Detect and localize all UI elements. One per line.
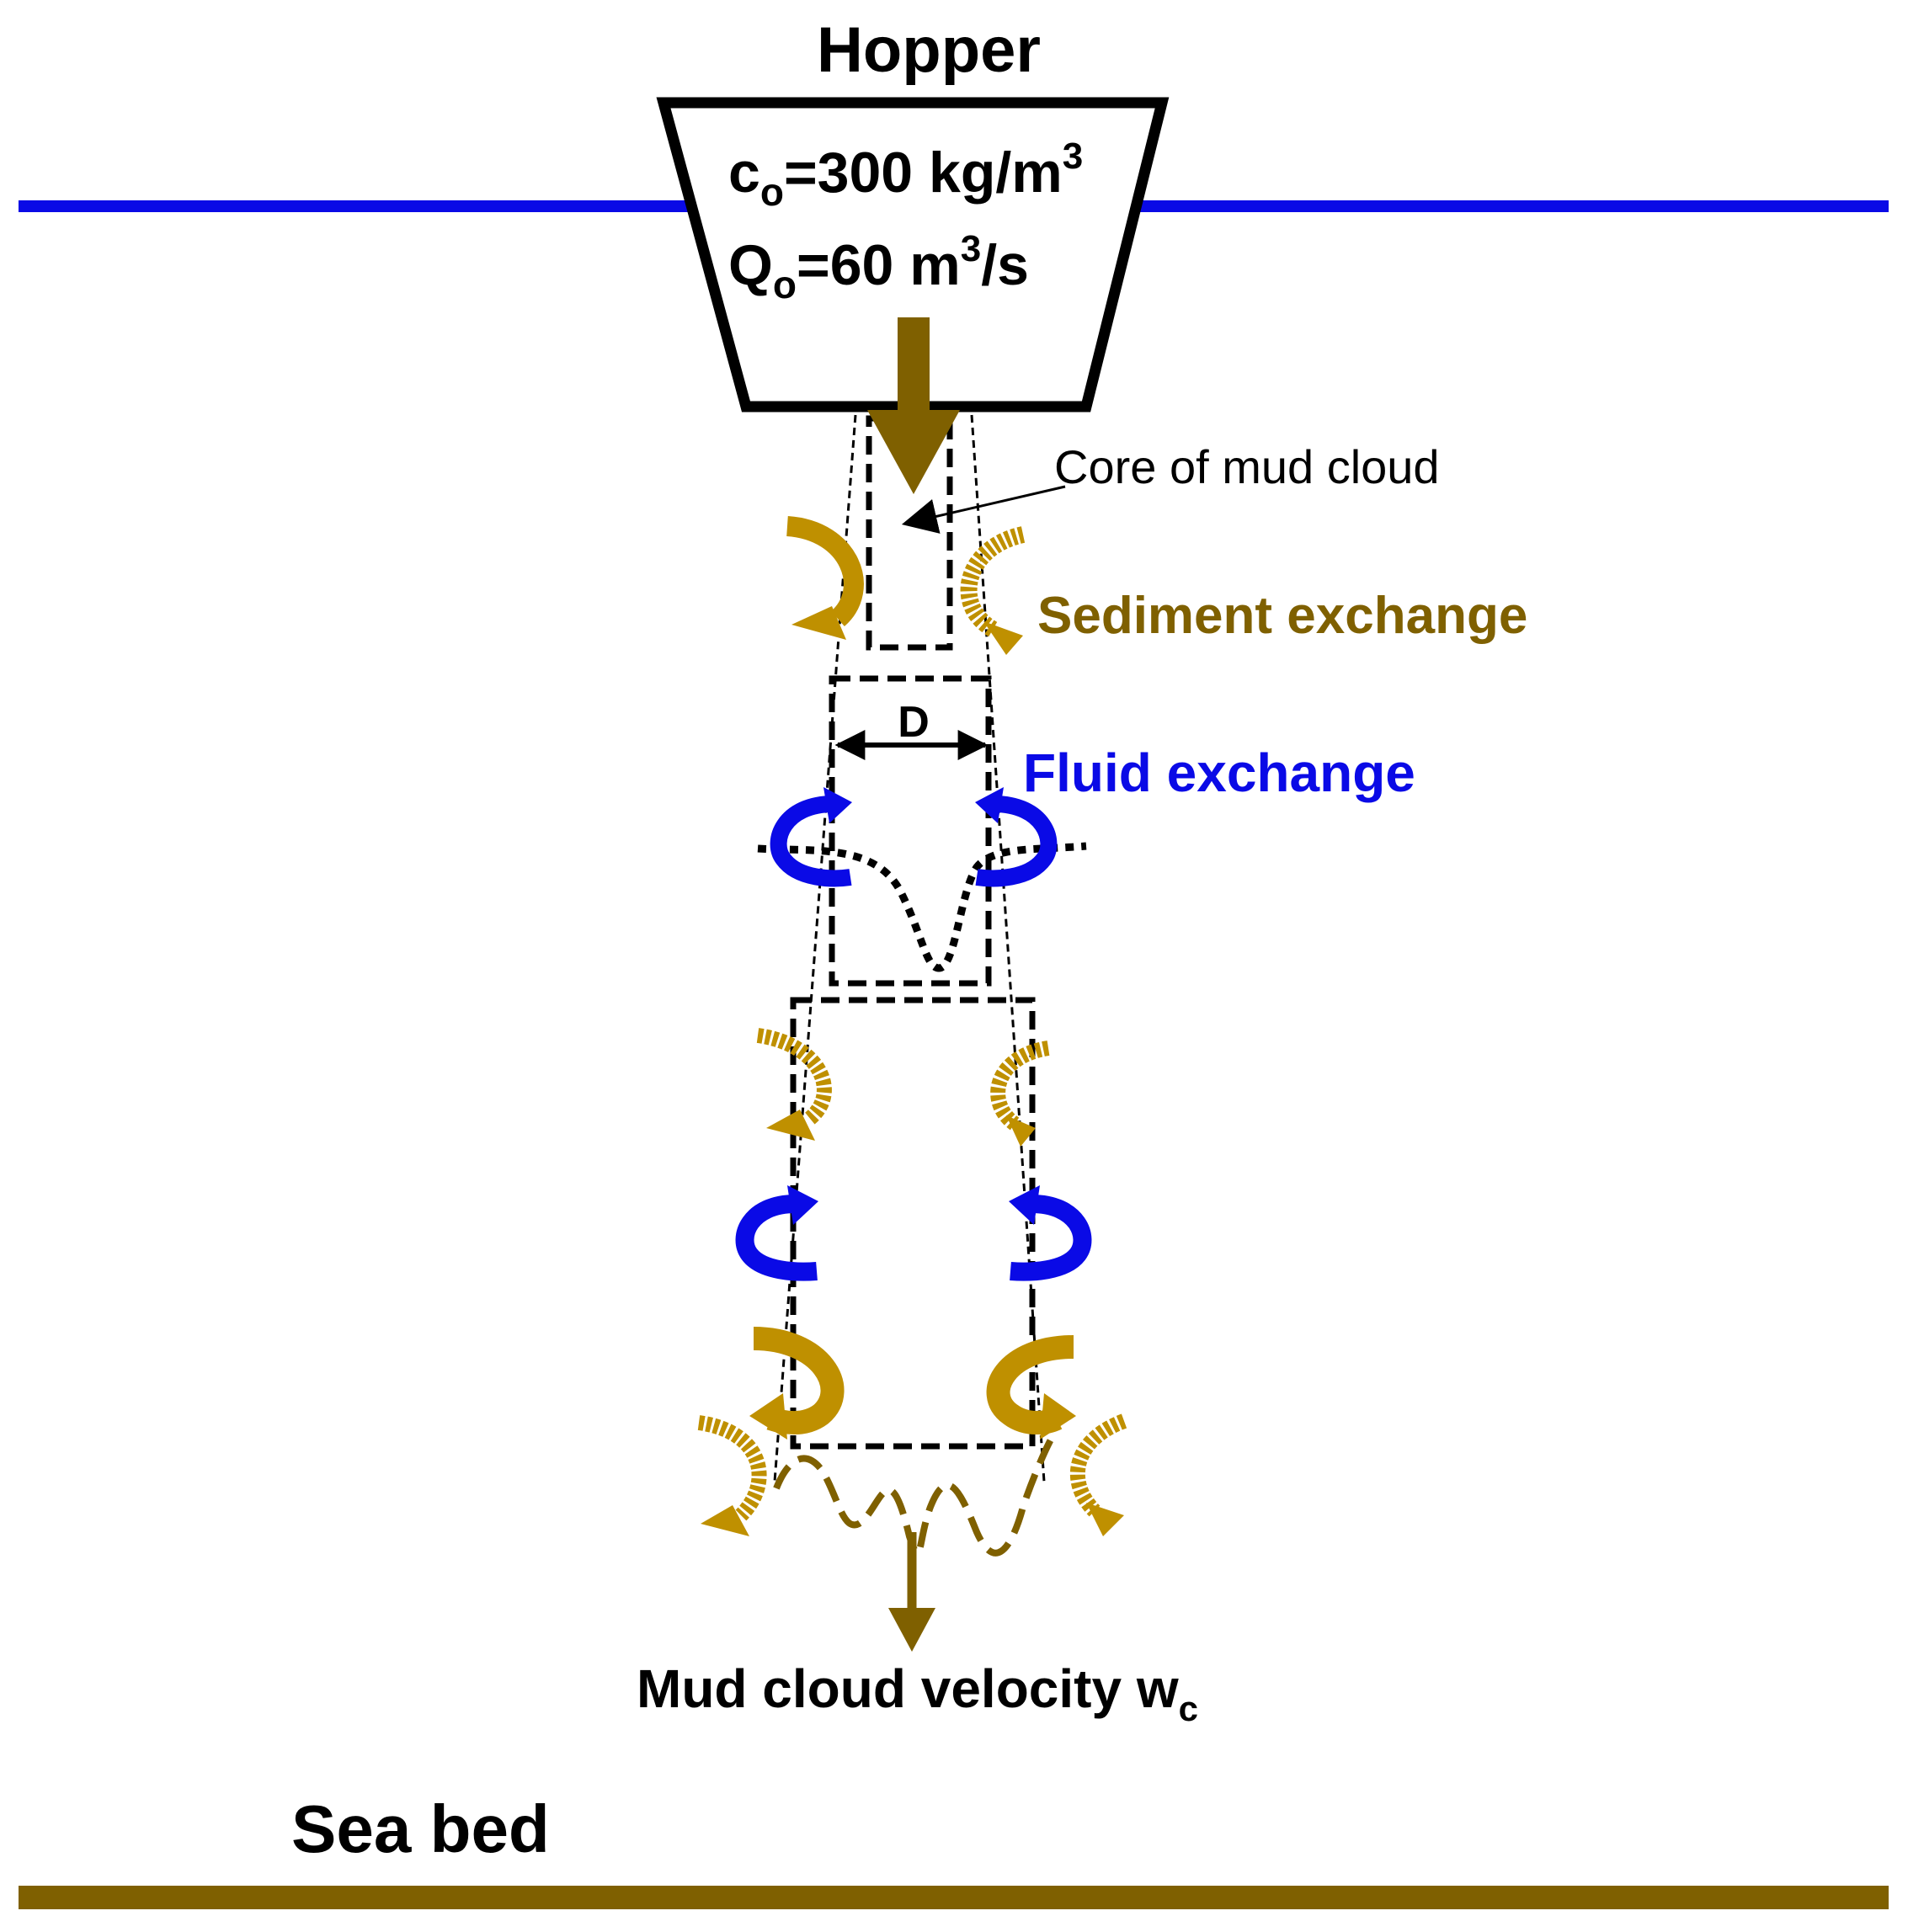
sediment-curl-top-left [786, 516, 864, 640]
sea-bed-label: Sea bed [291, 1791, 550, 1866]
sediment-exchange-label: Sediment exchange [1037, 587, 1527, 645]
sediment-curl-top-right [960, 526, 1026, 655]
sediment-curl-far-right [1069, 1413, 1127, 1536]
core-pointer-arrow [901, 485, 1066, 534]
width-label: D [898, 698, 930, 747]
sediment-curl-mid-left [756, 1028, 832, 1141]
fluid-curl-mid-left [770, 787, 852, 887]
sediment-curl-far-left [697, 1415, 767, 1536]
core-boxes [790, 415, 1036, 1450]
hopper-title: Hopper [817, 14, 1041, 86]
hopper-outflow-arrow [867, 317, 960, 494]
hopper-concentration: co=300 kg/m3 [728, 136, 1083, 214]
cloud-front-curve [773, 1438, 1054, 1557]
fluid-curl-low-left [735, 1185, 818, 1281]
hopper-flow-rate: Qo=60 m3/s [728, 228, 1029, 306]
fluid-curl-low-right [1009, 1185, 1092, 1281]
fluid-exchange-label: Fluid exchange [1023, 742, 1415, 803]
sediment-curl-bottom-right [986, 1335, 1076, 1440]
fluid-curl-mid-right [975, 787, 1058, 887]
velocity-arrow [888, 1532, 935, 1652]
sea-bed-line [19, 1886, 1889, 1909]
hopper-body [656, 97, 1170, 412]
velocity-label: Mud cloud velocity wc [637, 1658, 1198, 1728]
core-label: Core of mud cloud [1054, 440, 1440, 493]
sediment-curl-bottom-left [749, 1327, 845, 1440]
concentration-profile-curve [757, 842, 1087, 972]
sediment-curl-mid-right [990, 1041, 1050, 1147]
plume-envelope [773, 414, 1046, 1482]
